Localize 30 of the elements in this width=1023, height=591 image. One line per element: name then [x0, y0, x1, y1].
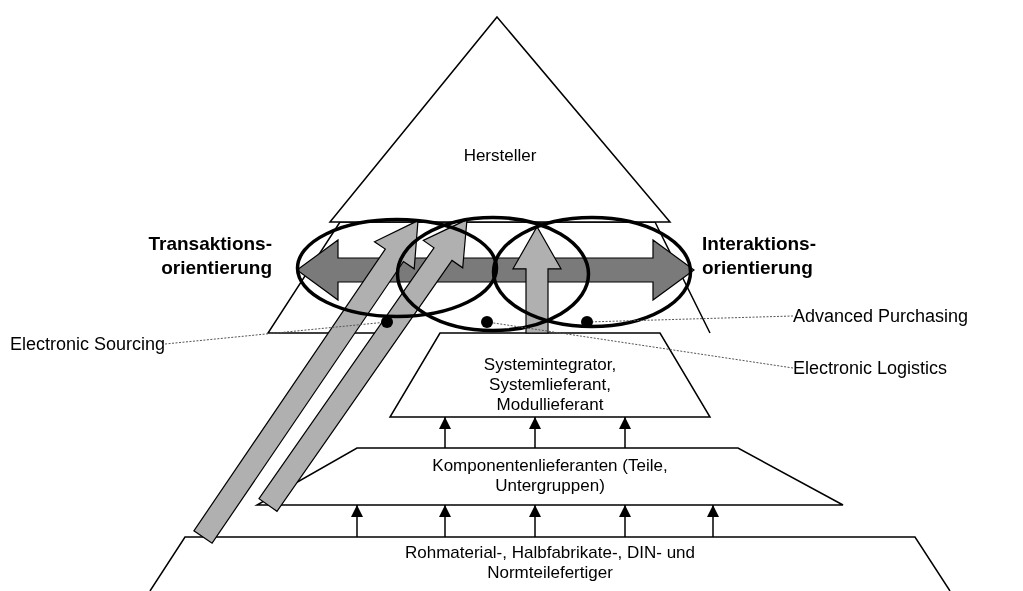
trapezoid-tier: [390, 333, 710, 417]
arrow: [707, 504, 719, 538]
leader-line: [492, 322, 794, 369]
leader-line: [592, 315, 794, 323]
arrow: [619, 504, 631, 538]
ellipse-outline: [296, 218, 498, 318]
orientation-label: Transaktions- orientierung: [147, 232, 272, 280]
leader-text: Electronic Logistics: [793, 358, 948, 378]
block-arrow: [258, 218, 468, 513]
tier-label: Systemintegrator, Systemlieferant, Modullieferant: [482, 355, 618, 415]
block-arrow: [193, 219, 419, 545]
arrow: [351, 504, 363, 538]
arrow: [439, 416, 451, 449]
triangle-tier: [330, 17, 670, 222]
orientation-label: Interaktions- orientierung: [702, 232, 818, 280]
arrow: [619, 416, 631, 449]
arrow: [529, 416, 541, 449]
trapezoid-tier: [257, 448, 843, 505]
arrow: [439, 504, 451, 538]
leader-line: [164, 322, 382, 345]
ellipse-outline: [492, 216, 692, 328]
tier-label: Komponentenlieferanten (Teile, Untergruppen): [431, 456, 669, 496]
tier-label: Hersteller: [463, 146, 537, 166]
trapezoid-tier: [150, 537, 950, 591]
leader-text: Electronic Sourcing: [10, 334, 166, 354]
ellipse-outline: [396, 216, 590, 332]
block-arrow: [511, 225, 563, 334]
leader-text: Advanced Purchasing: [793, 306, 969, 326]
tier-label: Rohmaterial-, Halbfabrikate-, DIN- und Normteilefertiger: [403, 543, 697, 583]
arrow: [529, 504, 541, 538]
